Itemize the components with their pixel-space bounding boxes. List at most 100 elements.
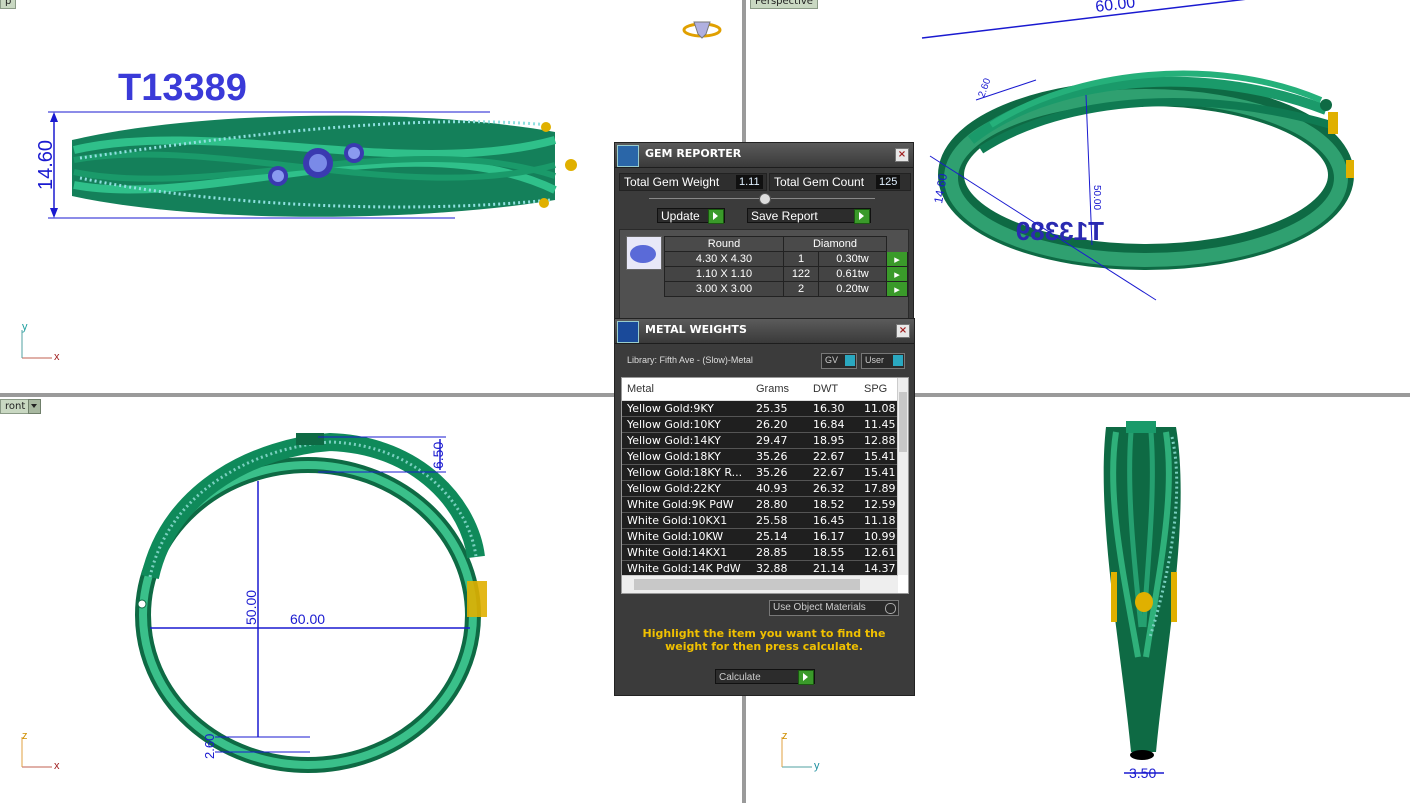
- ring-preview-icon[interactable]: [682, 21, 722, 39]
- total-gem-count-value: 125: [876, 175, 901, 189]
- dimension-label: 14.60: [35, 140, 57, 190]
- scale-icon: [617, 321, 639, 343]
- column-header-spg[interactable]: SPG: [864, 383, 888, 395]
- dwt-cell: 26.32: [813, 482, 845, 495]
- calculate-button[interactable]: Calculate: [715, 669, 815, 685]
- axis-label-z: z: [22, 730, 28, 742]
- close-icon[interactable]: ×: [895, 148, 909, 162]
- grams-cell: 35.26: [756, 450, 788, 463]
- viewport-menu-arrow[interactable]: [28, 399, 41, 414]
- dim-vertical-label: 50.00: [243, 590, 259, 625]
- gem-size: 4.30 X 4.30: [664, 251, 784, 267]
- table-row[interactable]: Yellow Gold:14KY 29.47 18.95 12.88: [622, 433, 898, 449]
- go-arrow-icon: [798, 670, 814, 685]
- vertical-scrollbar[interactable]: [897, 378, 908, 575]
- metal-name-cell: White Gold:14K PdW: [627, 562, 741, 575]
- metal-name-cell: Yellow Gold:18KY R...: [627, 466, 743, 479]
- grams-cell: 26.20: [756, 418, 788, 431]
- gem-weight: 0.20tw: [818, 281, 887, 297]
- use-object-materials-toggle[interactable]: Use Object Materials: [769, 600, 899, 616]
- viewport-top-label[interactable]: p: [0, 0, 17, 9]
- user-toggle[interactable]: User: [861, 353, 905, 369]
- use-object-materials-label: Use Object Materials: [773, 602, 866, 613]
- go-arrow-icon[interactable]: ▸: [886, 251, 908, 267]
- update-button[interactable]: Update: [657, 208, 725, 224]
- design-id: T13389: [118, 67, 247, 109]
- viewport-perspective-label[interactable]: Perspective: [750, 0, 818, 9]
- dwt-cell: 18.95: [813, 434, 845, 447]
- radio-icon: [885, 603, 896, 614]
- go-arrow-icon[interactable]: ▸: [886, 266, 908, 282]
- column-header-grams[interactable]: Grams: [756, 383, 789, 395]
- library-label: Library: Fifth Ave - (Slow)-Metal: [627, 355, 753, 365]
- save-report-button-label: Save Report: [751, 209, 818, 223]
- metal-name-cell: Yellow Gold:22KY: [627, 482, 721, 495]
- dwt-cell: 16.84: [813, 418, 845, 431]
- dwt-cell: 22.67: [813, 450, 845, 463]
- axis-label-x: x: [54, 351, 60, 363]
- go-arrow-icon: [708, 209, 724, 224]
- scroll-thumb[interactable]: [634, 579, 860, 590]
- total-gem-weight-label: Total Gem Weight: [624, 175, 720, 189]
- close-icon[interactable]: ×: [896, 324, 910, 338]
- grams-cell: 25.14: [756, 530, 788, 543]
- gem-report-icon: [617, 145, 639, 167]
- spg-cell: 12.59: [864, 498, 896, 511]
- gv-toggle[interactable]: GV: [821, 353, 857, 369]
- bangle-front-model: [135, 432, 487, 773]
- grams-cell: 25.58: [756, 514, 788, 527]
- gem-table: Round Diamond 4.30 X 4.30 1 0.30tw ▸ 1.1…: [664, 236, 908, 297]
- gem-list-area: Round Diamond 4.30 X 4.30 1 0.30tw ▸ 1.1…: [619, 229, 909, 319]
- metal-weights-titlebar[interactable]: METAL WEIGHTS ×: [615, 319, 914, 344]
- column-header-metal[interactable]: Metal: [627, 383, 654, 395]
- gem-count: 122: [783, 266, 819, 282]
- axis-label-z: z: [782, 730, 788, 742]
- viewport-front-label[interactable]: ront: [0, 399, 31, 414]
- splitter-handle[interactable]: [759, 193, 771, 205]
- gem-weight: 0.30tw: [818, 251, 887, 267]
- metal-name-cell: Yellow Gold:14KY: [627, 434, 721, 447]
- bangle-top-model: [72, 115, 577, 217]
- go-arrow-icon[interactable]: ▸: [886, 281, 908, 297]
- metal-name-cell: White Gold:10KX1: [627, 514, 728, 527]
- gem-row[interactable]: 4.30 X 4.30 1 0.30tw ▸: [664, 251, 908, 267]
- horizontal-scrollbar[interactable]: [622, 575, 898, 593]
- gem-count: 1: [783, 251, 819, 267]
- right-view-canvas: 3.50 z y: [781, 421, 1181, 781]
- metal-table-header: Metal Grams DWT SPG: [622, 378, 898, 401]
- grams-cell: 29.47: [756, 434, 788, 447]
- spg-cell: 15.41: [864, 466, 896, 479]
- metal-name-cell: Yellow Gold:10KY: [627, 418, 721, 431]
- go-arrow-icon: [854, 209, 870, 224]
- axis-label-x: x: [54, 760, 60, 772]
- user-toggle-label: User: [865, 355, 885, 365]
- bangle-right-model: [1103, 421, 1181, 760]
- axis-label-y: y: [22, 321, 28, 333]
- gv-toggle-label: GV: [825, 355, 839, 365]
- perspective-view-canvas: 60.00 T13389 2.60 14.60 50.00: [921, 0, 1354, 301]
- dim-side-b-label: 14.60: [931, 172, 950, 204]
- top-view-canvas: T13389 14.60 y x: [21, 21, 722, 363]
- grams-cell: 32.88: [756, 562, 788, 575]
- gem-row[interactable]: 3.00 X 3.00 2 0.20tw ▸: [664, 281, 908, 297]
- scroll-thumb[interactable]: [899, 392, 907, 452]
- metal-name-cell: Yellow Gold:9KY: [627, 402, 714, 415]
- total-gem-count: Total Gem Count 125: [769, 173, 911, 191]
- gem-reporter-titlebar[interactable]: GEM REPORTER ×: [615, 143, 913, 168]
- column-header-dwt[interactable]: DWT: [813, 383, 839, 395]
- grams-cell: 25.35: [756, 402, 788, 415]
- gem-size: 1.10 X 1.10: [664, 266, 784, 282]
- spg-cell: 12.88: [864, 434, 896, 447]
- gem-row[interactable]: 1.10 X 1.10 122 0.61tw ▸: [664, 266, 908, 282]
- save-report-button[interactable]: Save Report: [747, 208, 871, 224]
